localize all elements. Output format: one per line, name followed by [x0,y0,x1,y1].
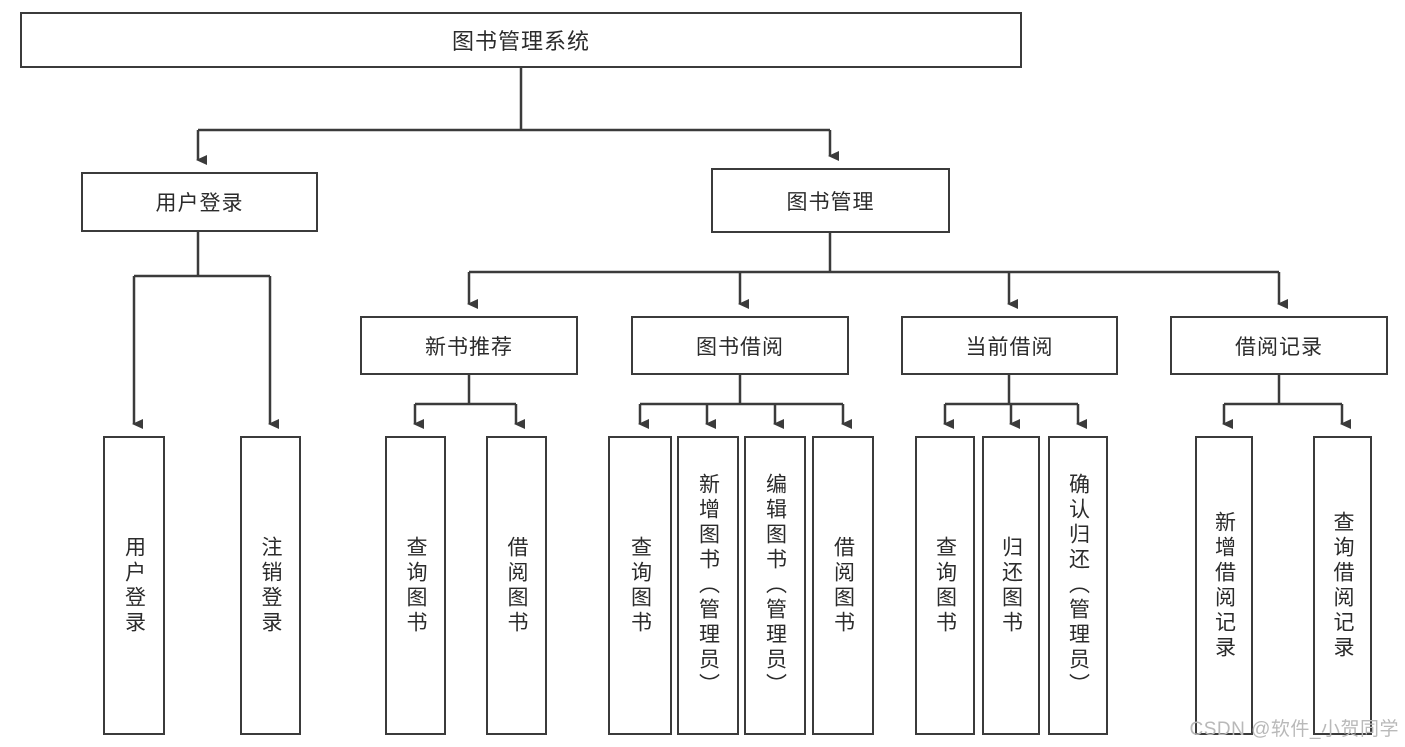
node-user-login[interactable]: 用户登录 [81,172,318,232]
leaf-borrow-record-1[interactable]: 新增借阅记录 [1195,436,1253,735]
node-borrow-record-label: 借阅记录 [1235,335,1323,359]
node-root-system[interactable]: 图书管理系统 [20,12,1022,68]
leaf-current-borrow-1[interactable]: 查询图书 [915,436,975,735]
node-current-borrow-label: 当前借阅 [965,335,1054,359]
node-book-management-label: 图书管理 [786,190,875,214]
leaf-user-login-1[interactable]: 用户登录 [103,436,165,735]
node-user-login-label: 用户登录 [155,192,244,215]
leaf-book-borrow-3[interactable]: 编辑图书（管理员） [744,436,806,735]
node-root-label: 图书管理系统 [451,29,590,54]
leaf-book-borrow-2[interactable]: 新增图书（管理员） [677,436,739,735]
node-new-book-recommend[interactable]: 新书推荐 [360,316,578,375]
node-borrow-record[interactable]: 借阅记录 [1170,316,1388,375]
leaf-current-borrow-1-label: 查询图书 [933,535,957,636]
node-current-borrow[interactable]: 当前借阅 [901,316,1118,375]
leaf-new-book-1[interactable]: 查询图书 [385,436,446,735]
node-book-borrow-label: 图书借阅 [696,335,784,359]
node-book-management[interactable]: 图书管理 [711,168,950,233]
leaf-book-borrow-4-label: 借阅图书 [831,535,855,636]
leaf-new-book-2[interactable]: 借阅图书 [486,436,547,735]
leaf-current-borrow-2-label: 归还图书 [999,535,1023,636]
leaf-borrow-record-1-label: 新增借阅记录 [1212,510,1236,661]
leaf-user-login-1-label: 用户登录 [122,535,146,636]
leaf-book-borrow-1-label: 查询图书 [628,535,652,636]
leaf-borrow-record-2[interactable]: 查询借阅记录 [1313,436,1372,735]
leaf-user-login-2[interactable]: 注销登录 [240,436,301,735]
leaf-user-login-2-label: 注销登录 [259,535,282,636]
leaf-book-borrow-3-label: 编辑图书（管理员） [763,473,787,698]
leaf-current-borrow-3[interactable]: 确认归还（管理员） [1048,436,1108,735]
leaf-book-borrow-4[interactable]: 借阅图书 [812,436,874,735]
node-new-book-recommend-label: 新书推荐 [425,335,513,359]
leaf-borrow-record-2-label: 查询借阅记录 [1331,510,1354,661]
leaf-book-borrow-1[interactable]: 查询图书 [608,436,672,735]
leaf-current-borrow-2[interactable]: 归还图书 [982,436,1040,735]
node-book-borrow[interactable]: 图书借阅 [631,316,849,375]
leaf-current-borrow-3-label: 确认归还（管理员） [1066,473,1090,698]
csdn-watermark: CSDN @软件_小贺同学 [1189,719,1399,740]
leaf-new-book-1-label: 查询图书 [404,535,427,636]
leaf-book-borrow-2-label: 新增图书（管理员） [696,473,720,698]
leaf-new-book-2-label: 借阅图书 [505,535,528,636]
